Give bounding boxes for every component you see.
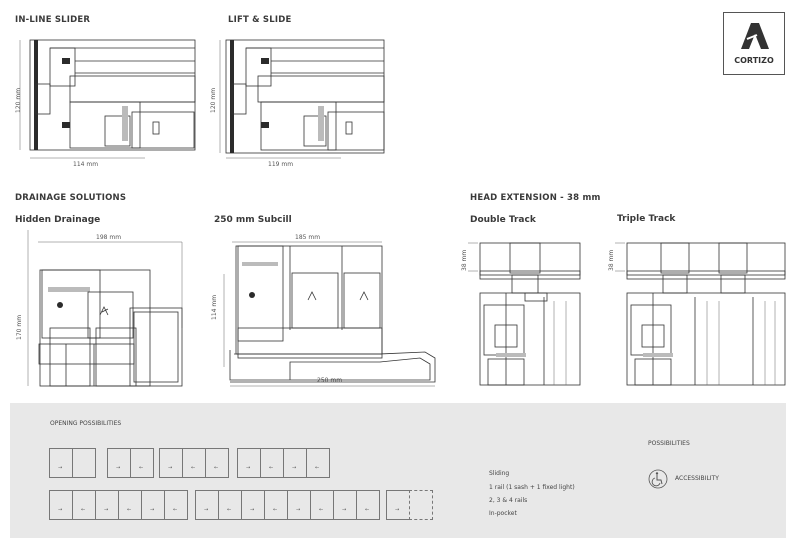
sash-pane: ← — [310, 490, 334, 520]
sash-pane: ← — [72, 490, 96, 520]
sash-pane: → — [49, 448, 73, 478]
sash-pane: ← — [205, 448, 229, 478]
hidden-height-dim: 170 mm — [16, 314, 23, 340]
accessibility-label: ACCESSIBILITY — [675, 475, 719, 482]
sash-pane: → — [159, 448, 183, 478]
opening-configuration: → ← → ← → ← — [49, 490, 188, 520]
pocket-pane — [409, 490, 433, 520]
direction-arrow-icon: ← — [365, 507, 370, 513]
opening-title: OPENING POSSIBILITIES — [50, 420, 122, 427]
subcill-drawing — [223, 241, 436, 387]
sash-pane: → — [386, 490, 410, 520]
direction-arrow-icon: ← — [227, 507, 232, 513]
subcill-height-dim: 114 mm — [211, 294, 218, 320]
direction-arrow-icon: ← — [319, 507, 324, 513]
inline-width-dim: 114 mm — [73, 161, 99, 168]
sliding-rail-1: 1 rail (1 sash + 1 fixed light) — [489, 484, 575, 491]
opening-configuration: → — [386, 490, 433, 520]
sash-pane: → — [95, 490, 119, 520]
direction-arrow-icon: ← — [139, 465, 144, 471]
opening-configuration: →← — [107, 448, 154, 478]
direction-arrow-icon: ← — [315, 465, 320, 471]
direction-arrow-icon: → — [204, 507, 209, 513]
direction-arrow-icon: ← — [81, 507, 86, 513]
double-height-dim: 38 mm — [461, 249, 468, 271]
sash-pane: → — [107, 448, 131, 478]
sash-pane: → — [283, 448, 307, 478]
wheelchair-icon — [648, 469, 668, 489]
direction-arrow-icon: → — [296, 507, 301, 513]
double-track-title: Double Track — [470, 215, 536, 225]
direction-arrow-icon: → — [58, 507, 63, 513]
opening-configuration: → ← ← — [159, 448, 229, 478]
hidden-drainage-title: Hidden Drainage — [15, 215, 101, 225]
head-extension-title: HEAD EXTENSION - 38 mm — [470, 193, 601, 203]
direction-arrow-icon: → — [250, 507, 255, 513]
direction-arrow-icon: ← — [214, 465, 219, 471]
sash-pane: ← — [130, 448, 154, 478]
direction-arrow-icon: → — [116, 465, 121, 471]
logo-text: CORTIZO — [734, 56, 774, 65]
inline-slider-drawing — [19, 39, 196, 159]
sash-pane: ← — [264, 490, 288, 520]
sash-pane: ← — [118, 490, 142, 520]
direction-arrow-icon: ← — [191, 465, 196, 471]
sash-pane: ← — [260, 448, 284, 478]
subcill-bottom-dim: 250 mm — [317, 377, 343, 384]
sliding-rails-234: 2, 3 & 4 rails — [489, 497, 528, 504]
sash-pane: ← — [356, 490, 380, 520]
cortizo-logo: CORTIZO — [723, 12, 785, 75]
direction-arrow-icon: → — [168, 465, 173, 471]
sash-pane: ← — [218, 490, 242, 520]
possibilities-title: POSSIBILITIES — [648, 440, 690, 447]
sash-pane: ← — [306, 448, 330, 478]
sash-pane: → — [333, 490, 357, 520]
cortizo-logo-mark — [741, 23, 769, 49]
direction-arrow-icon: → — [292, 465, 297, 471]
sash-pane: → — [237, 448, 261, 478]
direction-arrow-icon: → — [104, 507, 109, 513]
direction-arrow-icon: → — [150, 507, 155, 513]
direction-arrow-icon: → — [246, 465, 251, 471]
direction-arrow-icon: → — [58, 465, 63, 471]
direction-arrow-icon: ← — [127, 507, 132, 513]
lift-width-dim: 119 mm — [268, 161, 294, 168]
direction-arrow-icon: ← — [173, 507, 178, 513]
opening-configuration: → — [49, 448, 96, 478]
sash-pane — [72, 448, 96, 478]
inline-slider-title: IN-LINE SLIDER — [15, 15, 91, 25]
triple-height-dim: 38 mm — [608, 249, 615, 271]
sliding-label: Sliding — [489, 470, 510, 477]
opening-configuration: → ← → ← → ← → ← — [195, 490, 380, 520]
direction-arrow-icon: ← — [269, 465, 274, 471]
sash-pane: → — [49, 490, 73, 520]
triple-track-title: Triple Track — [617, 214, 676, 224]
sash-pane: → — [195, 490, 219, 520]
direction-arrow-icon: → — [342, 507, 347, 513]
subcill-title: 250 mm Subcill — [214, 215, 292, 225]
opening-configuration: → ← → ← — [237, 448, 330, 478]
triple-track-drawing — [615, 242, 786, 386]
sash-pane: → — [241, 490, 265, 520]
double-track-drawing — [468, 242, 581, 386]
direction-arrow-icon: ← — [273, 507, 278, 513]
sash-pane: ← — [164, 490, 188, 520]
sash-pane: → — [141, 490, 165, 520]
direction-arrow-icon: → — [395, 507, 400, 513]
lift-slide-drawing — [219, 39, 385, 159]
lift-slide-title: LIFT & SLIDE — [228, 15, 292, 25]
sash-pane: ← — [182, 448, 206, 478]
hidden-width-dim: 198 mm — [96, 234, 122, 241]
sash-pane: → — [287, 490, 311, 520]
subcill-top-dim: 185 mm — [295, 234, 321, 241]
drainage-title: DRAINAGE SOLUTIONS — [15, 193, 127, 203]
inline-height-dim: 120 mm — [15, 87, 22, 113]
sliding-in-pocket: In-pocket — [489, 510, 517, 517]
hidden-drainage-drawing — [27, 230, 183, 387]
lift-height-dim: 120 mm — [210, 87, 217, 113]
